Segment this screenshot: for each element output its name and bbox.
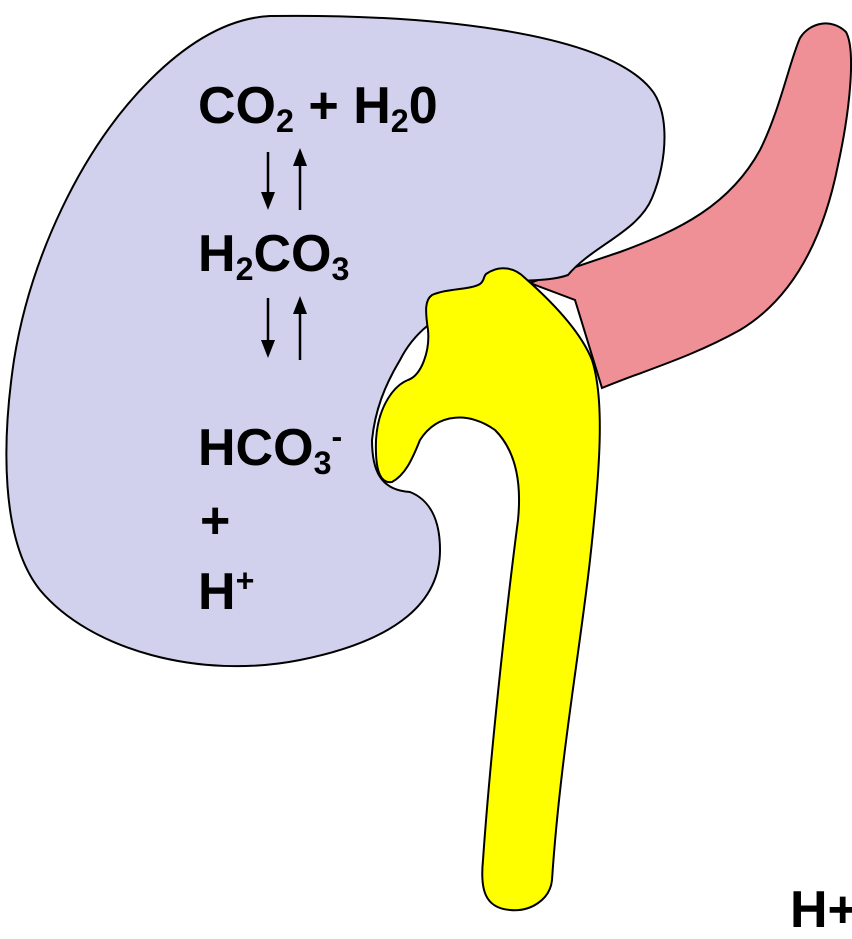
equation-plus: + (308, 77, 338, 135)
h2o-base: H (353, 77, 391, 135)
hydrogen-ion-base: H (198, 563, 236, 621)
hco3-superscript: - (332, 418, 343, 454)
h2co3-co-subscript: 3 (332, 251, 350, 287)
co2-subscript: 2 (276, 103, 294, 139)
h2o-subscript: 2 (391, 103, 409, 139)
h2co3-h-subscript: 2 (236, 251, 254, 287)
equation-h2co3: H2CO3 (198, 228, 349, 280)
hydrogen-ion-superscript: + (236, 562, 255, 598)
equation-co2-h2o: CO2 + H20 (198, 80, 438, 132)
h2o-tail: 0 (409, 77, 438, 135)
plus-sign: + (200, 495, 230, 547)
h2co3-h: H (198, 225, 236, 283)
hydrogen-ion-secreted: H+ (790, 884, 852, 936)
equation-hco3: HCO3- (198, 422, 342, 474)
co2-base: CO (198, 77, 276, 135)
hco3-base: HCO (198, 419, 314, 477)
hydrogen-ion: H+ (198, 566, 254, 618)
h2co3-co: CO (254, 225, 332, 283)
hco3-subscript: 3 (314, 445, 332, 481)
